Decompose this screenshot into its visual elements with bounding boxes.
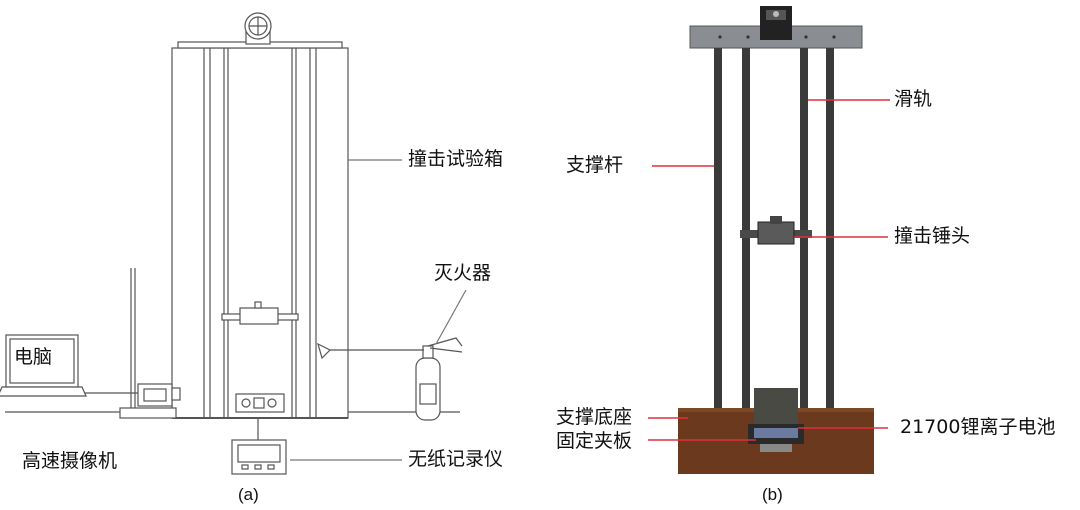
rail-right-inner: [800, 48, 808, 408]
label-clamp: 固定夹板: [556, 430, 633, 452]
impact-hammer-b: [740, 216, 812, 245]
caption-a: (a): [238, 485, 259, 504]
label-camera: 高速摄像机: [22, 450, 118, 472]
label-hammer: 撞击锤头: [894, 225, 971, 247]
rail-right-outer: [826, 48, 834, 408]
impact-test-box: [171, 47, 349, 419]
battery-clamp: [748, 388, 804, 452]
battery-fixture: [235, 393, 285, 413]
impact-hammer: [221, 301, 299, 325]
pulley-icon: [244, 12, 272, 45]
caption-b: (b): [762, 485, 783, 504]
label-base: 支撑底座: [556, 406, 633, 428]
support-rod-left-inner: [742, 48, 750, 408]
support-rod-left-outer: [714, 48, 722, 408]
label-computer: 电脑: [14, 346, 53, 368]
fire-extinguisher-icon: [317, 337, 463, 421]
label-impact-box: 撞击试验箱: [408, 148, 504, 170]
leader-extinguisher: [435, 289, 467, 345]
label-support-rod: 支撑杆: [566, 154, 624, 176]
label-extinguisher: 灭火器: [434, 262, 492, 284]
panel-a: [0, 12, 467, 475]
label-rail: 滑轨: [894, 88, 933, 110]
panel-b: [648, 6, 890, 474]
recorder-icon: [231, 418, 287, 475]
camera-icon: [137, 383, 181, 407]
label-battery: 21700锂离子电池: [900, 416, 1056, 438]
computer-icon: [0, 334, 87, 397]
label-recorder: 无纸记录仪: [408, 448, 504, 470]
